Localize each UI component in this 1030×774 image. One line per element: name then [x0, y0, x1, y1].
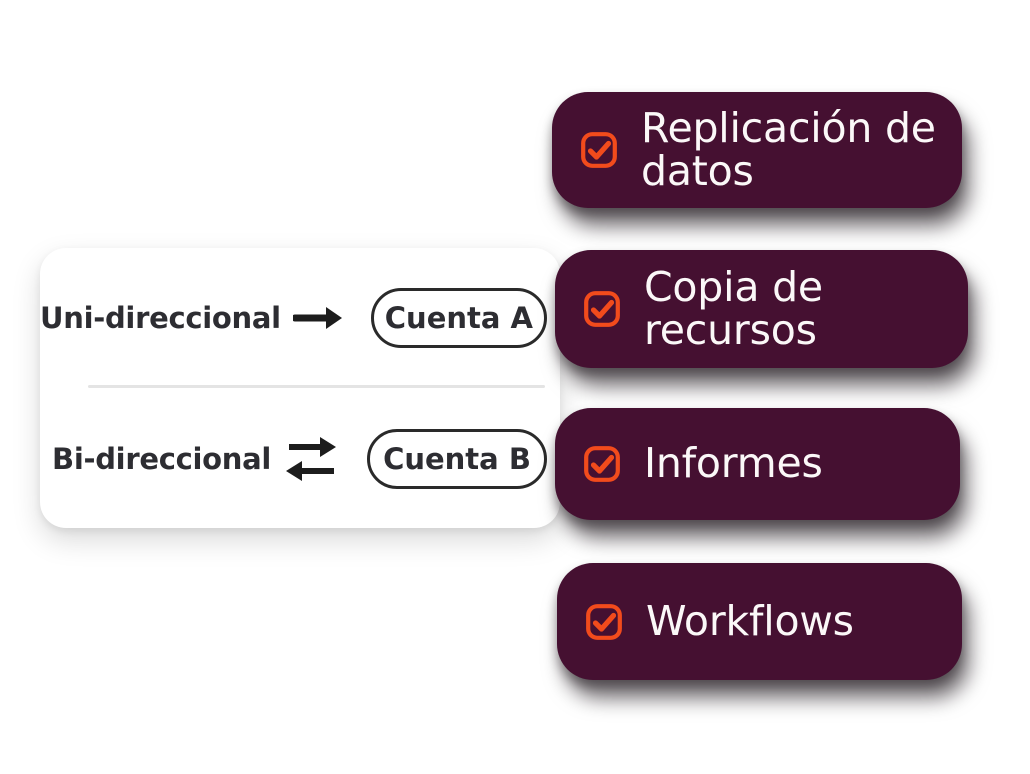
account-pill-b: Cuenta B: [367, 428, 547, 489]
feature-label: Copia de recursos: [644, 262, 823, 354]
direction-label-bi: Bi-direccional: [52, 441, 271, 476]
account-pill-b-label: Cuenta B: [383, 441, 531, 476]
direction-row-uni: Uni-direccional Cuenta A: [40, 248, 560, 387]
feature-card-informes: Informes: [555, 408, 960, 520]
feature-label: Replicación de datos: [641, 103, 936, 195]
divider: [88, 385, 545, 388]
checkbox-checked-icon: [580, 131, 618, 169]
feature-label: Workflows: [646, 596, 854, 645]
bidirectional-arrows-icon: [283, 433, 339, 485]
checkbox-checked-icon: [583, 290, 621, 328]
right-arrow-icon: [292, 303, 343, 333]
checkbox-checked-icon: [583, 445, 621, 483]
feature-card-replicacion-de-datos: Replicación de datos: [552, 92, 962, 208]
feature-label: Informes: [644, 439, 823, 488]
account-pill-a-label: Cuenta A: [384, 300, 533, 335]
checkbox-checked-icon: [585, 603, 623, 641]
account-pill-a: Cuenta A: [370, 287, 547, 348]
direction-label-uni: Uni-direccional: [40, 300, 281, 335]
feature-card-copia-de-recursos: Copia de recursos: [555, 250, 968, 368]
direction-row-bi: Bi-direccional Cuenta B: [40, 389, 560, 528]
direction-card: Uni-direccional Cuenta A Bi-direccional: [40, 248, 560, 528]
feature-card-workflows: Workflows: [557, 563, 962, 680]
